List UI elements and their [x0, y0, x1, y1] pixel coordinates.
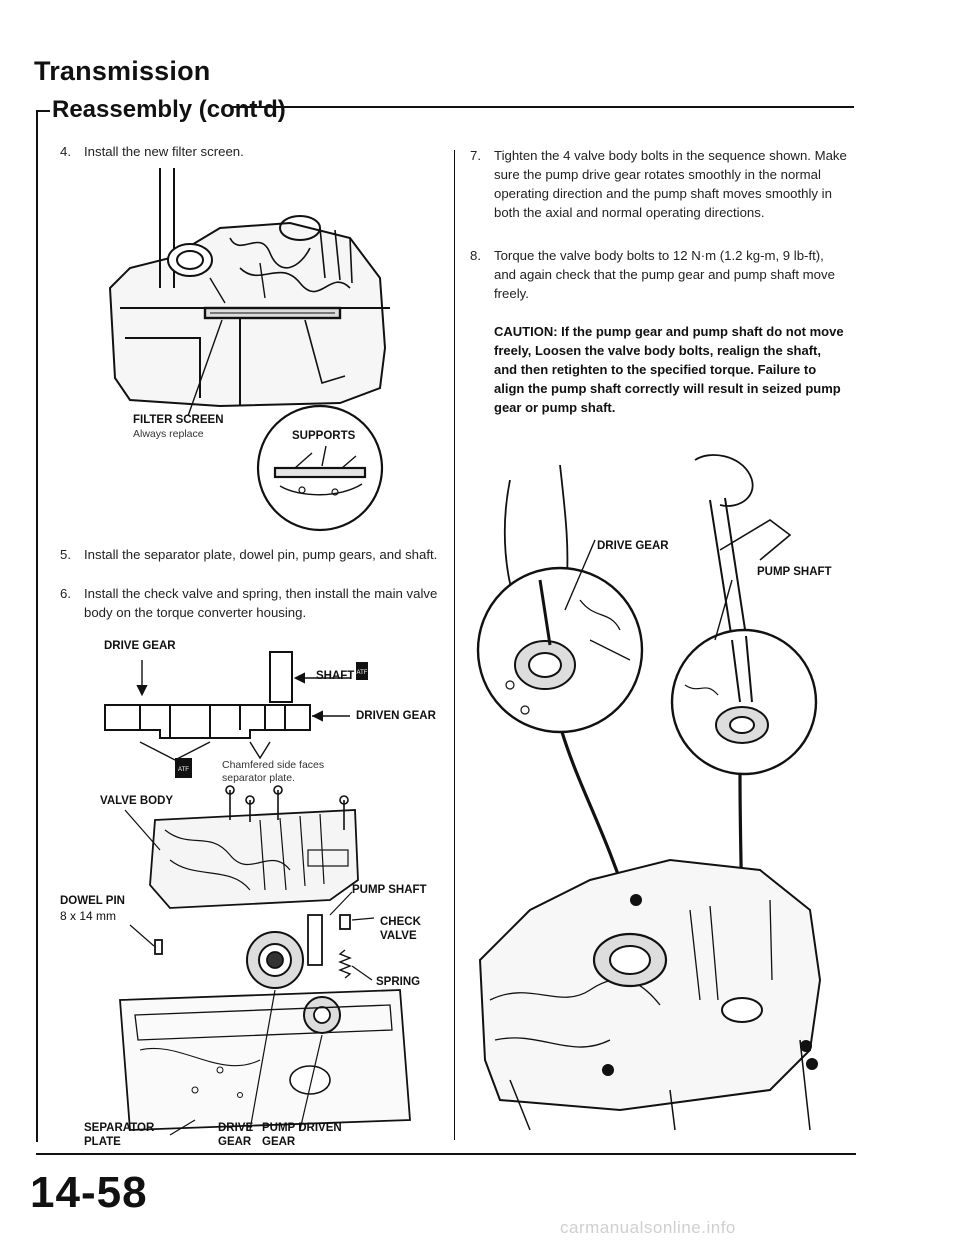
label-shaft: SHAFT [316, 670, 355, 682]
figure-filter-screen [108, 168, 390, 532]
column-divider [454, 150, 455, 1140]
step-text: Tighten the 4 valve body bolts in the se… [494, 148, 847, 220]
label-driven-gear: DRIVEN GEAR [356, 710, 436, 722]
label-always-replace: Always replace [133, 428, 204, 440]
page-number: 14-58 [30, 1168, 148, 1217]
label-separator-plate-note: separator plate. [222, 772, 295, 784]
step-5: 5. Install the separator plate, dowel pi… [60, 545, 450, 564]
section-title: Reassembly (cont'd) [52, 96, 286, 123]
step-text: Install the new filter screen. [84, 144, 244, 159]
section-rule-left-vertical [36, 110, 38, 1142]
label-supports: SUPPORTS [292, 430, 356, 442]
label-pump-driven: PUMP DRIVEN [262, 1122, 342, 1134]
step-text: Install the check valve and spring, then… [84, 586, 438, 620]
step-7: 7. Tighten the 4 valve body bolts in the… [470, 146, 848, 222]
label-separator: SEPARATOR [84, 1122, 155, 1134]
watermark: carmanualsonline.info [560, 1218, 736, 1237]
step-number: 4. [60, 144, 71, 159]
label-drive-gear-word: GEAR [218, 1136, 252, 1148]
step-number: 5. [60, 547, 71, 562]
figure-bolt-sequence [476, 454, 822, 1131]
footer-rule [36, 1153, 856, 1155]
step-text: Torque the valve body bolts to 12 N·m (1… [494, 248, 835, 301]
section-rule-top [232, 106, 854, 108]
step-6: 6. Install the check valve and spring, t… [60, 584, 450, 622]
step-4: 4. Install the new filter screen. [60, 142, 440, 161]
page-title: Transmission [34, 56, 211, 86]
label-pump-shaft-fig4: PUMP SHAFT [757, 566, 832, 578]
label-dowel-size: 8 x 14 mm [60, 909, 117, 923]
label-drive-gear: DRIVE GEAR [104, 640, 176, 652]
step-8: 8. Torque the valve body bolts to 12 N·m… [470, 246, 848, 303]
step-number: 8. [470, 248, 481, 263]
step-text: Install the separator plate, dowel pin, … [84, 547, 438, 562]
label-drive: DRIVE [218, 1122, 254, 1134]
label-dowel-pin: DOWEL PIN [60, 895, 125, 907]
label-chamfered-faces: Chamfered side faces [222, 759, 325, 771]
label-filter-screen: FILTER SCREEN [133, 414, 224, 426]
atf-badge-shaft: ATF [357, 670, 368, 676]
caution-note: CAUTION: If the pump gear and pump shaft… [494, 324, 844, 415]
label-drive-gear-fig4: DRIVE GEAR [597, 540, 669, 552]
label-check: CHECK [380, 916, 421, 928]
label-valve: VALVE [380, 930, 417, 942]
label-pump-shaft-fig3: PUMP SHAFT [352, 884, 427, 896]
label-plate: PLATE [84, 1136, 121, 1148]
label-driven-gear-word: GEAR [262, 1136, 296, 1148]
figure-pump-gears-schematic: ATF ATF [104, 651, 368, 778]
label-spring: SPRING [376, 976, 421, 988]
step-number: 6. [60, 586, 71, 601]
step-number: 7. [470, 148, 481, 163]
section-rule-left-tick [36, 110, 50, 112]
atf-badge-chamfered: ATF [178, 767, 189, 773]
figure-valve-body-assembly [119, 785, 411, 1136]
label-valve-body: VALVE BODY [100, 795, 174, 807]
